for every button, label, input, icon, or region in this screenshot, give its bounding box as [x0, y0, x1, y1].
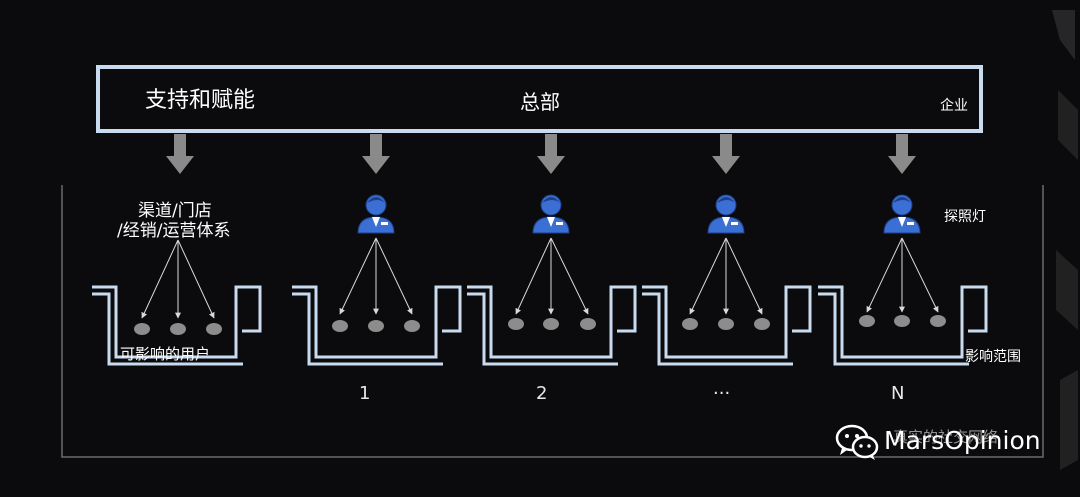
- down-arrow-2: [537, 134, 565, 174]
- down-arrow-1: [362, 134, 390, 174]
- index-label-2: 2: [536, 383, 548, 404]
- index-label-n: N: [891, 383, 905, 404]
- brand-watermark: MarsOpinion: [884, 426, 1041, 455]
- headquarters-title: 总部: [520, 90, 560, 114]
- headquarters-box: [96, 65, 983, 133]
- user-dots-channel: [134, 323, 222, 335]
- support-label: 支持和赋能: [145, 88, 256, 113]
- rays-channel: [141, 239, 215, 319]
- rays-n: [866, 237, 939, 313]
- user-dots-3: [682, 318, 770, 330]
- user-dots-n: [859, 315, 946, 327]
- reachable-users-label: 可影响的用户: [120, 345, 211, 363]
- index-label-ellipsis: ...: [713, 378, 731, 399]
- user-dots-1: [332, 320, 420, 332]
- person-icon: [707, 194, 745, 234]
- faded-caption: 真实的社交网络: [893, 428, 999, 446]
- person-icon: [883, 194, 921, 234]
- channel-label-line1: 渠道/门店: [138, 201, 212, 221]
- rays-1: [339, 237, 413, 315]
- outer-frame: [61, 185, 1044, 458]
- down-arrow-3: [712, 134, 740, 174]
- channel-label-line2: /经销/运营体系: [117, 221, 231, 241]
- down-arrow-n: [888, 134, 916, 174]
- down-arrow-channel: [166, 134, 194, 174]
- index-label-1: 1: [359, 383, 371, 404]
- person-icon: [532, 194, 570, 234]
- person-icon: [357, 194, 395, 234]
- searchlight-label: 探照灯: [944, 209, 986, 225]
- rays-2: [515, 237, 589, 315]
- influence-range-label: 影响范围: [965, 349, 1021, 365]
- edge-decoration: [1052, 10, 1078, 470]
- rays-3: [689, 237, 763, 315]
- user-dots-2: [508, 318, 596, 330]
- wechat-icon: [835, 424, 879, 460]
- enterprise-label: 企业: [940, 98, 968, 114]
